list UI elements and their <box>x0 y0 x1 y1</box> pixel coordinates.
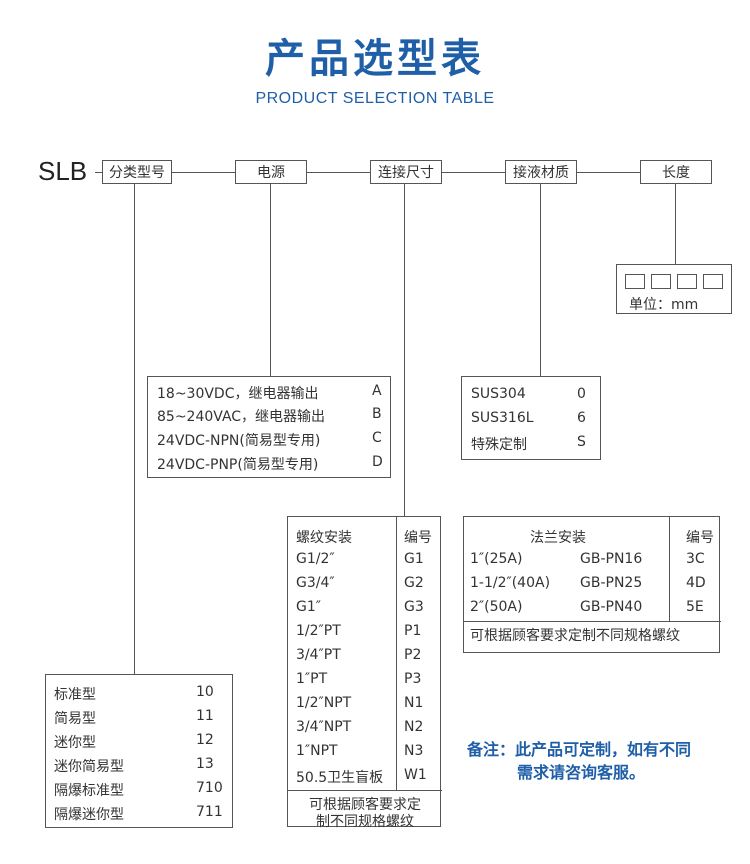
type-option-code: 13 <box>196 756 214 772</box>
power-options-box: 18~30VDC，继电器输出 A 85~240VAC，继电器输出 B 24VDC… <box>147 376 391 478</box>
material-option-label: 特殊定制 <box>471 437 527 453</box>
thread-row-code: N3 <box>404 743 424 759</box>
field-length-box: 长度 <box>640 160 712 184</box>
power-option-code: B <box>372 406 382 422</box>
page-title: 产品选型表 <box>265 36 485 82</box>
thread-footer-note: 可根据顾客要求定 <box>309 797 421 813</box>
material-connector-line <box>540 184 541 376</box>
thread-row-label: G1/2″ <box>296 551 335 567</box>
thread-table-footer-divider <box>288 790 442 791</box>
flange-footer-note: 可根据顾客要求定制不同规格螺纹 <box>470 628 680 644</box>
thread-footer-note: 制不同规格螺纹 <box>316 814 414 830</box>
thread-row-code: N2 <box>404 719 424 735</box>
flange-header-name: 法兰安装 <box>530 530 586 546</box>
thread-row-code: G2 <box>404 575 424 591</box>
material-option-label: SUS304 <box>471 386 526 402</box>
page-subtitle: PRODUCT SELECTION TABLE <box>255 90 495 107</box>
connection-connector-line <box>404 184 405 516</box>
thread-row-code: G3 <box>404 599 424 615</box>
material-option-code: 0 <box>577 386 586 402</box>
flange-row-size: 2″(50A) <box>470 599 523 615</box>
type-option-label: 迷你型 <box>54 735 96 751</box>
length-digit-box <box>651 274 671 289</box>
thread-row-code: P3 <box>404 671 422 687</box>
power-option-code: A <box>372 383 382 399</box>
type-option-label: 迷你简易型 <box>54 759 124 775</box>
flange-row-standard: GB-PN40 <box>580 599 643 615</box>
field-connection-box: 连接尺寸 <box>370 160 442 184</box>
thread-row-code: P1 <box>404 623 422 639</box>
flange-row-standard: GB-PN25 <box>580 575 643 591</box>
thread-row-code: N1 <box>404 695 424 711</box>
power-option-code: D <box>372 454 383 470</box>
thread-row-code: G1 <box>404 551 424 567</box>
material-options-box: SUS304 0 SUS316L 6 特殊定制 S <box>461 376 601 460</box>
length-digit-box <box>625 274 645 289</box>
field-power-box: 电源 <box>235 160 307 184</box>
flange-row-code: 5E <box>686 599 704 615</box>
type-option-code: 711 <box>196 804 223 820</box>
power-option-code: C <box>372 430 382 446</box>
thread-table: 螺纹安装 编号 G1/2″ G1 G3/4″ G2 G1″ G3 1/2″PT … <box>287 516 442 830</box>
flange-row-code: 4D <box>686 575 706 591</box>
type-option-code: 12 <box>196 732 214 748</box>
thread-row-label: 3/4″PT <box>296 647 341 663</box>
thread-row-code: P2 <box>404 647 422 663</box>
power-option-label: 18~30VDC，继电器输出 <box>157 386 319 402</box>
length-digit-box <box>703 274 723 289</box>
flange-row-size: 1-1/2″(40A) <box>470 575 551 591</box>
type-option-label: 标准型 <box>54 687 96 703</box>
note-line-1: 备注：此产品可定制，如有不同 <box>467 740 692 759</box>
type-option-code: 710 <box>196 780 223 796</box>
material-option-code: S <box>577 434 586 450</box>
thread-row-label: 50.5卫生盲板 <box>296 770 384 786</box>
material-option-code: 6 <box>577 410 586 426</box>
length-connector-line <box>675 184 676 264</box>
thread-row-label: 1/2″NPT <box>296 695 352 711</box>
type-option-code: 11 <box>196 708 214 724</box>
power-connector-line <box>270 184 271 376</box>
thread-row-label: 1″PT <box>296 671 328 687</box>
length-digit-box <box>677 274 697 289</box>
model-code: SLB <box>38 156 88 186</box>
thread-row-label: 3/4″NPT <box>296 719 352 735</box>
thread-row-label: G3/4″ <box>296 575 335 591</box>
type-option-code: 10 <box>196 684 214 700</box>
flange-row-standard: GB-PN16 <box>580 551 643 567</box>
power-option-label: 24VDC-PNP(简易型专用) <box>157 457 319 473</box>
flange-table: 法兰安装 编号 1″(25A) GB-PN16 3C 1-1/2″(40A) G… <box>463 516 721 653</box>
field-type-box: 分类型号 <box>102 160 172 184</box>
length-unit-label: 单位：mm <box>629 297 699 313</box>
thread-row-label: 1″NPT <box>296 743 338 759</box>
flange-table-footer-divider <box>464 621 721 622</box>
thread-table-column-divider <box>396 517 397 790</box>
material-option-label: SUS316L <box>471 410 534 426</box>
flange-row-size: 1″(25A) <box>470 551 523 567</box>
thread-header-name: 螺纹安装 <box>296 530 352 546</box>
note-line-2: 需求请咨询客服。 <box>517 763 646 782</box>
thread-header-code: 编号 <box>404 530 432 546</box>
thread-row-code: W1 <box>404 767 427 783</box>
flange-row-code: 3C <box>686 551 705 567</box>
type-connector-line <box>134 184 135 674</box>
length-box: 单位：mm <box>616 264 732 314</box>
flange-header-code: 编号 <box>686 530 714 546</box>
thread-row-label: 1/2″PT <box>296 623 341 639</box>
power-option-label: 24VDC-NPN(简易型专用) <box>157 433 321 449</box>
type-option-label: 隔爆迷你型 <box>54 807 124 823</box>
power-option-label: 85~240VAC，继电器输出 <box>157 409 326 425</box>
field-material-box: 接液材质 <box>505 160 577 184</box>
type-option-label: 简易型 <box>54 711 96 727</box>
type-options-box: 标准型 10 简易型 11 迷你型 12 迷你简易型 13 隔爆标准型 710 … <box>45 674 233 828</box>
flange-table-column-divider <box>669 517 670 621</box>
type-option-label: 隔爆标准型 <box>54 783 124 799</box>
thread-row-label: G1″ <box>296 599 321 615</box>
